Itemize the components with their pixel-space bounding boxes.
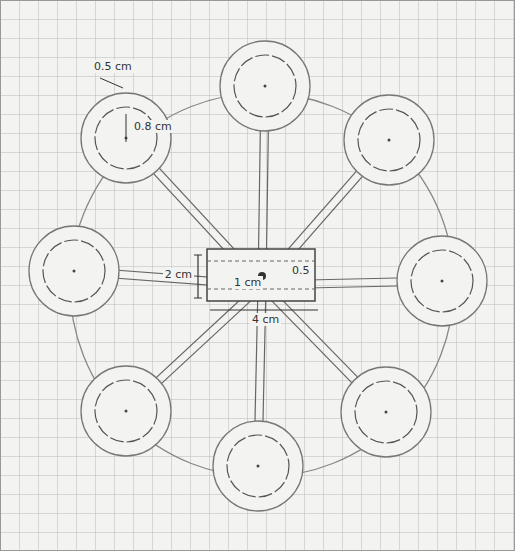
wheel-inner	[227, 435, 289, 497]
dimension-label: 0.5	[290, 264, 312, 277]
dimension-label: 2 cm	[163, 268, 194, 281]
wheel-inner	[95, 107, 157, 169]
wheel-inner	[43, 240, 105, 302]
wheel-outer	[220, 41, 310, 131]
wheel-outer	[81, 366, 171, 456]
dimension-label: 0.8 cm	[132, 120, 174, 133]
wheel-outer	[341, 367, 431, 457]
wheel-inner	[234, 55, 296, 117]
wheels	[29, 41, 487, 511]
center-box	[207, 249, 315, 301]
wheel-inner	[358, 109, 420, 171]
wheel-outer	[397, 236, 487, 326]
wheel-inner	[355, 381, 417, 443]
wheel-outer	[81, 93, 171, 183]
dimension-label: 1 cm	[232, 276, 263, 289]
outer-ring	[70, 93, 454, 477]
wheel-outer	[344, 95, 434, 185]
wheel-outer	[213, 421, 303, 511]
spokes	[74, 86, 442, 466]
wheel-inner	[411, 250, 473, 312]
wheel-outer	[29, 226, 119, 316]
dimension-label: 0.5 cm	[92, 60, 134, 73]
dimension-label: 4 cm	[250, 313, 281, 326]
wheel-inner	[95, 380, 157, 442]
